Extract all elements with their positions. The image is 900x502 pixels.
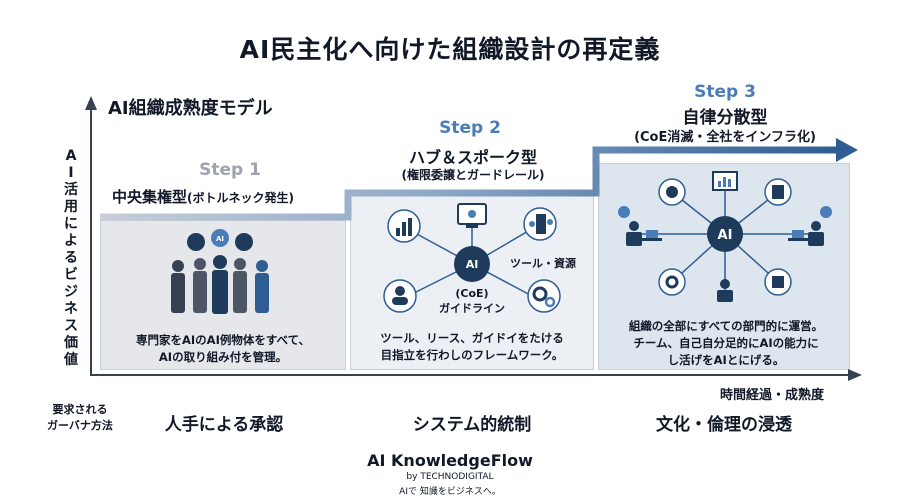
brand-tagline: AIで 知識をビジネスへ。 — [399, 487, 501, 497]
step1-name: 中央集権型(ボトルネック発生) — [112, 186, 342, 207]
step2-description: ツール、リース、ガイドイをたける 目指立を行わしのフレームワーク。 — [380, 331, 564, 362]
governance-step1: 人手による承認 — [164, 415, 284, 435]
monitor-settings-icon — [457, 203, 487, 228]
x-axis-arrow-icon — [848, 369, 862, 381]
lightbulb-icon-right — [820, 206, 832, 218]
step3-subtitle: (CoE消滅・全社をインフラ化) — [634, 130, 816, 145]
governance-label: 要求される ガーバナ方法 — [47, 403, 113, 432]
thought-bubble-icon: AI — [187, 229, 253, 251]
step-line-arrowhead — [836, 138, 858, 162]
ai-center-icon: AI — [707, 216, 743, 252]
expert-people-icon — [171, 255, 269, 314]
brain-icon — [658, 178, 686, 206]
governance-step2: システム的統制 — [412, 415, 532, 435]
hub-guideline-text: ガイドライン — [439, 301, 505, 315]
step3-description: 組織の全部にすべての部門的に運営。 チーム、自己自分足的にAIの能力に し活げを… — [628, 319, 824, 367]
governance-step3: 文化・倫理の浸透 — [656, 415, 792, 435]
y-axis — [90, 108, 92, 376]
step1-subtitle: (ボトルネック発生) — [187, 191, 294, 205]
chart-icon — [387, 209, 421, 243]
hub-coe-text: (CoE) — [455, 287, 488, 300]
lightbulb-icon-left — [618, 206, 630, 218]
team-building-icon — [523, 207, 557, 241]
workstation-left-icon — [626, 221, 662, 246]
hub-ai-text: AI — [466, 258, 479, 271]
center-ai-text: AI — [718, 228, 733, 243]
distributed-network-diagram: AI — [618, 171, 832, 302]
main-title: AI民主化へ向けた組織設計の再定義 — [239, 35, 661, 64]
tools-resources-text: ツール・資源 — [510, 256, 576, 270]
person-laptop-icon — [717, 279, 733, 302]
gear-icon — [658, 268, 686, 296]
user-support-icon — [383, 279, 417, 313]
step1-label: Step 1 — [199, 160, 261, 180]
step1-title: 中央集権型 — [112, 188, 188, 206]
expert-group-illustration: AI — [171, 229, 269, 314]
step2-label: Step 2 — [439, 118, 501, 138]
step3-title: 自律分散型 — [682, 108, 768, 128]
workstation-right-icon — [788, 221, 824, 246]
step2-subtitle: (権限委譲とガードレール) — [401, 168, 545, 182]
brand-name: AI KnowledgeFlow — [367, 451, 533, 470]
step3-label: Step 3 — [694, 82, 756, 102]
step1-description: 専門家をAIのAI例物体をすべて、 AIの取り組み付を管理。 — [135, 333, 311, 364]
document-chart-icon — [764, 268, 792, 296]
report-icon — [764, 178, 792, 206]
x-axis — [90, 374, 850, 376]
hub-spoke-diagram: AI (CoE) ガイドライン ツール・資源 — [383, 203, 576, 315]
step2-title: ハブ＆スポーク型 — [408, 148, 537, 167]
step3-panel — [598, 163, 850, 370]
gears-icon — [527, 279, 561, 313]
brand-by: by TECHNODIGITAL — [406, 472, 494, 482]
model-title: AI組織成熟度モデル — [108, 98, 273, 119]
analytics-icon — [712, 171, 738, 191]
ai-hub-icon: AI — [454, 246, 490, 282]
y-axis-arrow-icon — [85, 96, 97, 110]
step-line-path — [100, 146, 838, 221]
x-axis-label: 時間経過・成熟度 — [720, 388, 825, 403]
svg-text:AI: AI — [216, 235, 224, 243]
